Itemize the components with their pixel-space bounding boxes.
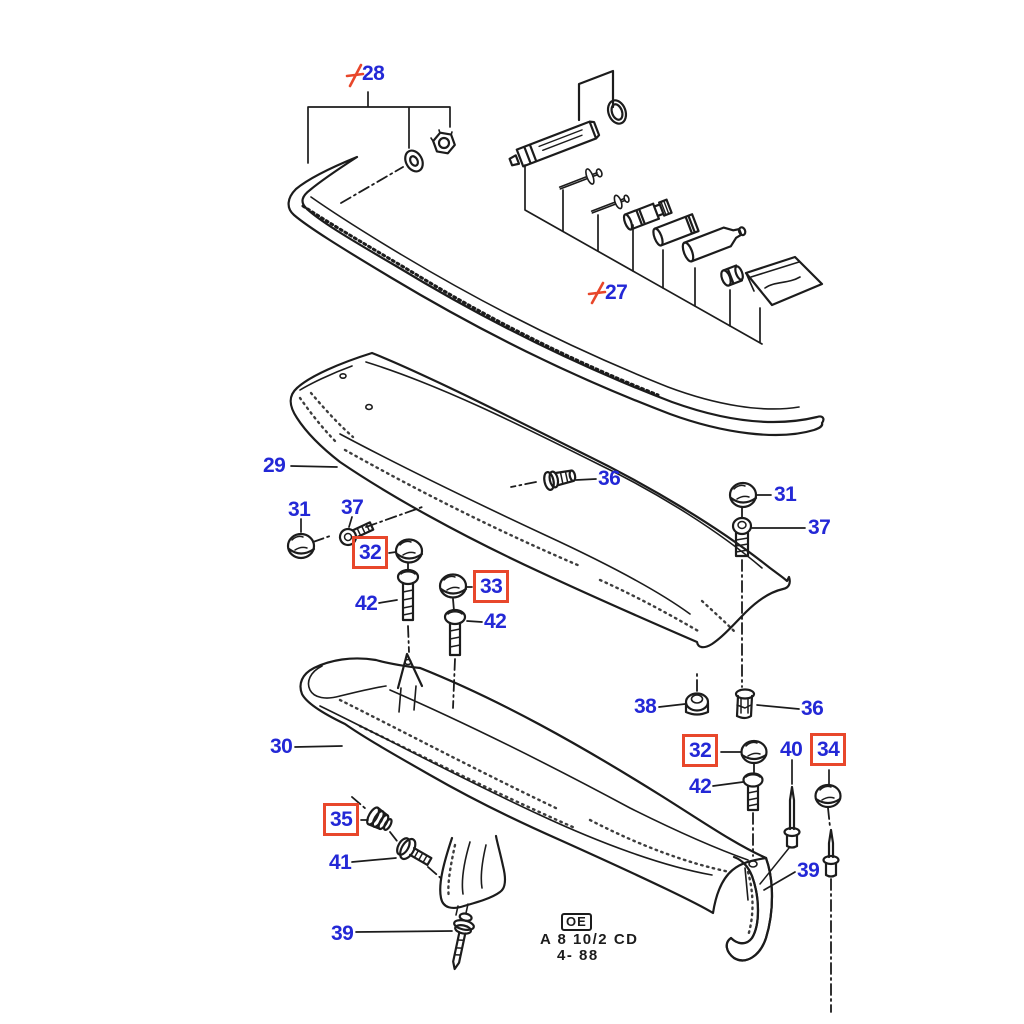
- cap-31-left: [286, 532, 316, 560]
- callout-41[interactable]: 41: [329, 851, 352, 874]
- cap-34: [814, 783, 842, 809]
- callout-39-bottom[interactable]: 39: [331, 922, 354, 945]
- nut-28: [430, 129, 456, 155]
- clip-36-top: [543, 469, 577, 491]
- callout-40[interactable]: 40: [780, 738, 803, 761]
- callout-32-right-highlighted[interactable]: 32: [682, 734, 719, 767]
- cap-31-right: [728, 481, 758, 509]
- screw-37-left: [338, 521, 375, 547]
- callout-38[interactable]: 38: [634, 695, 657, 718]
- screw-42-right: [742, 772, 764, 812]
- callout-31-left[interactable]: 31: [288, 498, 311, 521]
- callout-27[interactable]: 27: [605, 281, 628, 304]
- screw-41: [396, 837, 433, 867]
- screw-42-mid: [443, 608, 467, 657]
- callout-35-highlighted[interactable]: 35: [323, 803, 360, 836]
- cap-32-left: [394, 538, 424, 564]
- grommet-38: [684, 692, 710, 716]
- oe-mark: OE: [561, 913, 592, 931]
- plug-35: [366, 806, 393, 831]
- repair-kit-27: [508, 69, 824, 345]
- pin-40: [759, 785, 801, 885]
- screw-42-left: [396, 568, 420, 622]
- callout-36-right[interactable]: 36: [801, 697, 824, 720]
- assembly-centerlines: [312, 481, 832, 1013]
- leader-lines: [290, 465, 830, 933]
- callout-37-right[interactable]: 37: [808, 516, 831, 539]
- modified-marker-28: [345, 63, 365, 88]
- callout-33-highlighted[interactable]: 33: [473, 570, 510, 603]
- catalog-code: A 8 10/2 CD: [540, 931, 639, 948]
- date-code: 4- 88: [557, 947, 599, 964]
- callout-42-left[interactable]: 42: [355, 592, 378, 615]
- callout-32-left-highlighted[interactable]: 32: [352, 536, 389, 569]
- modified-marker-27: [587, 281, 607, 305]
- bumper-moulding-30: [299, 652, 774, 962]
- callout-31-right[interactable]: 31: [774, 483, 797, 506]
- centerline-28: [340, 166, 404, 204]
- pin-39-right: [822, 828, 840, 878]
- callout-39-right[interactable]: 39: [797, 859, 820, 882]
- callout-29[interactable]: 29: [263, 454, 286, 477]
- callout-42-mid[interactable]: 42: [484, 610, 507, 633]
- callout-36-top[interactable]: 36: [598, 467, 621, 490]
- callout-28[interactable]: 28: [362, 62, 385, 85]
- callout-30[interactable]: 30: [270, 735, 293, 758]
- trim-strip-28: [287, 155, 825, 437]
- callout-42-right[interactable]: 42: [689, 775, 712, 798]
- bumper-moulding-29: [289, 351, 791, 649]
- rivet-39-bottom: [452, 912, 475, 971]
- callout-34-highlighted[interactable]: 34: [810, 733, 847, 766]
- cap-33: [438, 573, 468, 599]
- cap-32-right: [740, 739, 768, 765]
- clip-36-right: [734, 688, 756, 720]
- callout-37-left[interactable]: 37: [341, 496, 364, 519]
- bracket-lines-28: [307, 91, 451, 164]
- screw-37-right: [731, 516, 753, 558]
- washer-28: [404, 149, 424, 173]
